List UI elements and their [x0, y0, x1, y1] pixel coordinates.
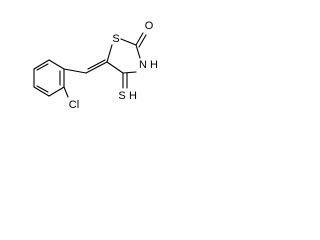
bond-ring-to-ch: [63, 68, 87, 74]
thione-hydrogen-atom-label: H: [129, 90, 137, 102]
bond-c4-c5-inner: [36, 85, 49, 93]
bond-s1-c2: [120, 38, 137, 46]
bond-n3-c4: [122, 71, 137, 74]
bond-c2-o: [135, 32, 144, 46]
bond-ch-c5: [85, 61, 108, 74]
bond-c4-c5: [33, 86, 50, 97]
bond-c2-c3-inner: [36, 63, 49, 71]
nitrogen-hydrogen-atom-label: H: [150, 59, 158, 71]
chemical-structure-diagram: Cl S O N H S H: [33, 20, 158, 111]
thione-sulfur-atom-label: S: [118, 90, 125, 102]
bond-c4-c5: [106, 61, 124, 74]
bond-c-cl: [63, 86, 69, 98]
ring-sulfur-atom-label: S: [112, 33, 119, 45]
benzene-ring: [33, 59, 65, 97]
thiazolidine-ring: [106, 38, 141, 74]
ring-nitrogen-atom-label: N: [139, 59, 147, 71]
carbonyl-oxygen-atom-label: O: [145, 20, 154, 32]
bond-ch-c5-inner: [87, 59, 106, 70]
bond-c2-n3: [135, 44, 141, 59]
chlorine-atom-label: Cl: [69, 99, 79, 111]
bond-c2-c3: [33, 59, 50, 70]
bond-c5-s1: [106, 44, 113, 63]
bond-c5-c6: [48, 86, 65, 97]
bond-c2-o-second: [138, 34, 147, 48]
bond-c1-c2: [48, 59, 65, 70]
